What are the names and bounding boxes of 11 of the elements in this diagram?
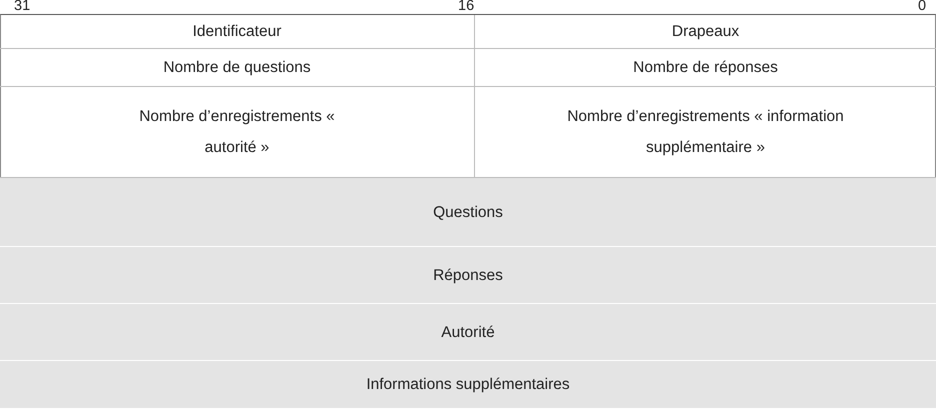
bit-number: 16: [458, 0, 474, 14]
section-row: Autorité: [0, 304, 936, 361]
header-field: Nombre de réponses: [475, 49, 936, 87]
header-field: Nombre de questions: [0, 49, 475, 87]
bit-number: 0: [918, 0, 926, 14]
section-row: Questions: [0, 178, 936, 247]
bit-number: 31: [14, 0, 30, 14]
section-row: Réponses: [0, 247, 936, 304]
section-row: Informations supplémentaires: [0, 361, 936, 409]
header-field: Drapeaux: [475, 15, 936, 49]
header-field: Identificateur: [0, 15, 475, 49]
